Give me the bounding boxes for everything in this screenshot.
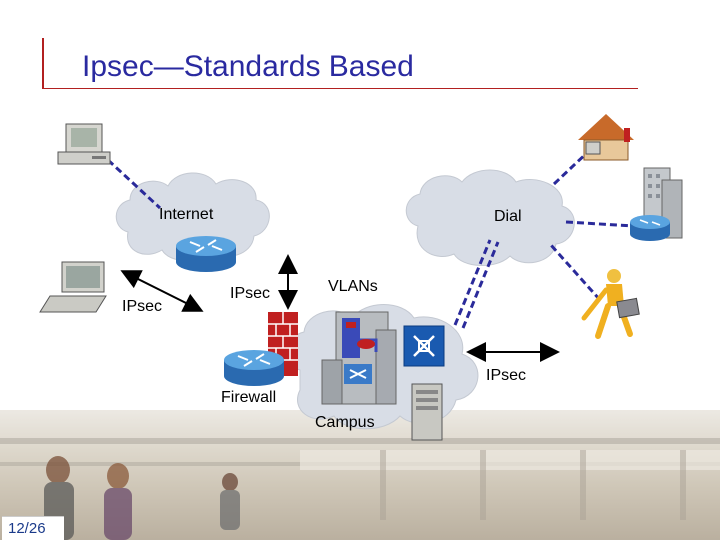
multilayer-switch-icon <box>403 325 445 367</box>
layer3-switch-icon <box>344 364 372 384</box>
home-office-to-dial-link <box>552 148 592 186</box>
title-accent-horizontal-rule <box>42 88 638 89</box>
home-office-icon <box>578 114 634 161</box>
firewall-label: Firewall <box>221 389 277 406</box>
page-number: 12/26 <box>2 516 64 540</box>
campus-label: Campus <box>315 414 375 431</box>
mobile-worker-to-dial-link <box>548 243 602 301</box>
desktop-to-internet-link <box>106 158 162 210</box>
server-icon <box>411 383 443 441</box>
dial-to-campus-link-2 <box>461 241 500 329</box>
network-links <box>106 148 635 329</box>
mobile-worker-icon <box>581 269 640 339</box>
ipsec-center-label: IPsec <box>230 285 271 302</box>
branch-router-icon <box>630 215 670 241</box>
router-icon <box>176 236 236 272</box>
dial-to-campus-link-1 <box>453 239 492 326</box>
ipsec-arrows <box>120 254 560 362</box>
firewall-router-icon <box>224 350 284 386</box>
branch-to-dial-link <box>565 220 635 228</box>
slide-title: Ipsec—Standards Based <box>82 50 414 83</box>
title-accent-vertical-rule <box>42 38 44 88</box>
ipsec-arrow-left <box>120 270 204 312</box>
vlans-label: VLANs <box>328 278 378 295</box>
ipsec-left-label: IPsec <box>122 298 163 315</box>
dial-cloud <box>405 169 575 267</box>
campus-building-icon <box>321 311 397 405</box>
desktop-computer-icon <box>57 123 111 165</box>
ipsec-right-label: IPsec <box>486 367 527 384</box>
laptop-icon <box>39 261 107 313</box>
dial-label: Dial <box>494 208 522 225</box>
internet-label: Internet <box>159 206 214 223</box>
